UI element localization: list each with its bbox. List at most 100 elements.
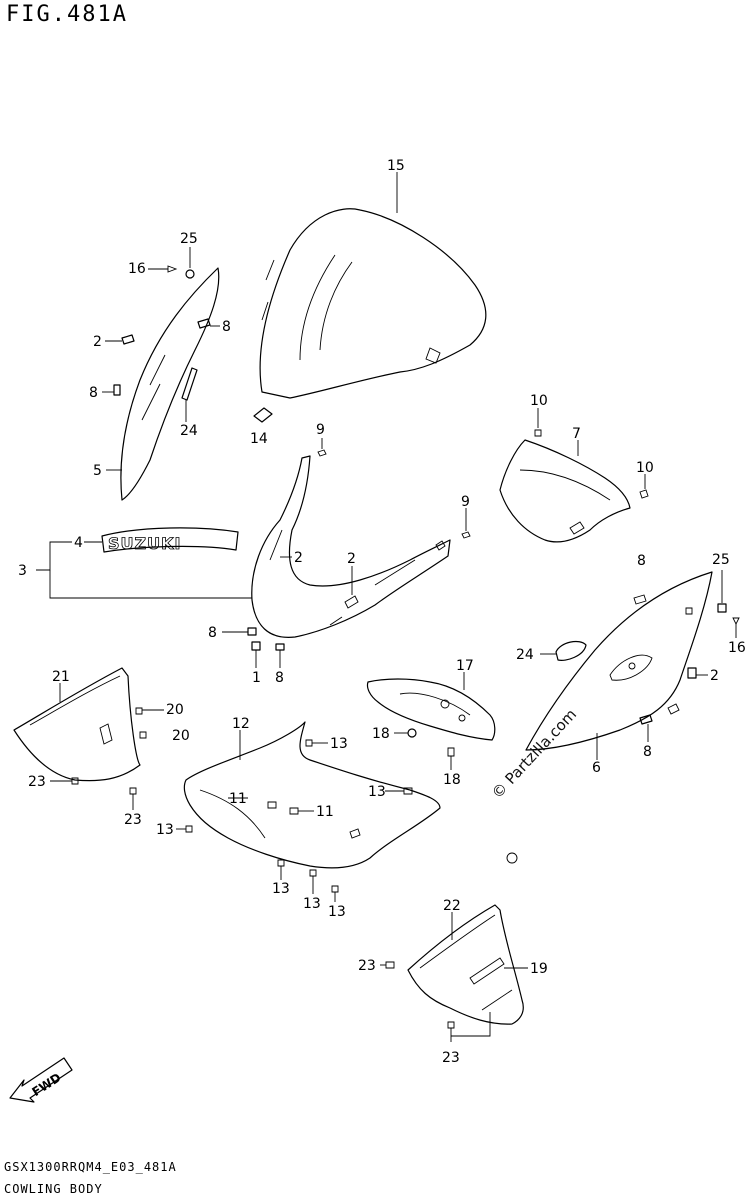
callout-17: 17 [456, 658, 474, 674]
part-11-grommet [289, 807, 299, 815]
callout-8: 8 [89, 385, 98, 401]
callout-24: 24 [180, 423, 198, 439]
part-18-bolt [447, 747, 455, 757]
part-22-lower-panel [407, 904, 524, 1025]
part-13-screw [403, 787, 413, 795]
callout-13: 13 [328, 904, 346, 920]
part-24-seal [181, 367, 198, 401]
part-13-screw [309, 869, 317, 877]
part-25-nut [717, 603, 727, 613]
callout-2: 2 [93, 334, 102, 350]
part-23-screw [447, 1021, 455, 1029]
callout-11: 11 [229, 791, 247, 807]
part-8-clip [247, 627, 257, 636]
callout-23: 23 [28, 774, 46, 790]
callout-13: 13 [303, 896, 321, 912]
figure-title: FIG.481A [6, 2, 128, 27]
callout-13: 13 [272, 881, 290, 897]
part-13-screw [185, 825, 193, 833]
callout-1: 1 [252, 670, 261, 686]
part-17-bracket [366, 678, 496, 741]
part-14-clip [253, 407, 273, 423]
callout-13: 13 [156, 822, 174, 838]
part-1-grommet [251, 641, 261, 651]
footer-code: GSX1300RRQM4_E03_481A [4, 1160, 177, 1174]
part-23-screw [129, 787, 137, 795]
callout-19: 19 [530, 961, 548, 977]
part-8-clip [113, 384, 121, 396]
callout-25: 25 [712, 552, 730, 568]
callout-9: 9 [316, 422, 325, 438]
part-13-screw [331, 885, 339, 893]
callout-4: 4 [74, 535, 83, 551]
callout-10: 10 [636, 460, 654, 476]
callout-8: 8 [275, 670, 284, 686]
callout-8: 8 [208, 625, 217, 641]
part-8-clip [639, 714, 653, 725]
callout-7: 7 [572, 426, 581, 442]
callout-16: 16 [128, 261, 146, 277]
part-16-bolt [732, 617, 740, 626]
fwd-label: FWD [30, 1070, 64, 1099]
callout-18: 18 [372, 726, 390, 742]
callout-16: 16 [728, 640, 746, 656]
part-16-bolt [167, 265, 178, 273]
part-12-under-cover [183, 721, 441, 869]
part-3-upper-cowling [251, 455, 451, 638]
callout-25: 25 [180, 231, 198, 247]
part-7-inner-panel [499, 439, 631, 543]
callout-23: 23 [358, 958, 376, 974]
callout-13: 13 [368, 784, 386, 800]
callout-15: 15 [387, 158, 405, 174]
part-13-screw [305, 739, 313, 747]
callout-24: 24 [516, 647, 534, 663]
part-23-screw [71, 777, 79, 785]
callout-3: 3 [18, 563, 27, 579]
part-9-screw [317, 449, 327, 457]
callout-23: 23 [442, 1050, 460, 1066]
callout-20: 20 [166, 702, 184, 718]
part-20-clip [139, 731, 147, 739]
part-13-screw [277, 859, 285, 867]
part-4-suzuki-emblem: SUZUKI [101, 527, 239, 553]
callout-22: 22 [443, 898, 461, 914]
callout-2: 2 [294, 550, 303, 566]
watermark-dot-icon [506, 852, 518, 864]
callout-2: 2 [710, 668, 719, 684]
part-15-windscreen [259, 208, 487, 399]
suzuki-logo-text: SUZUKI [108, 534, 181, 553]
callout-23: 23 [124, 812, 142, 828]
part-20-clip [135, 707, 143, 715]
part-9-screw [461, 531, 471, 539]
part-8-clip [275, 643, 285, 651]
callout-8: 8 [643, 744, 652, 760]
callout-14: 14 [250, 431, 268, 447]
part-6-side-panel [525, 571, 713, 751]
part-21-lower-panel [13, 667, 141, 782]
callout-12: 12 [232, 716, 250, 732]
part-10-screw [639, 489, 649, 499]
callout-5: 5 [93, 463, 102, 479]
fwd-arrow-icon: FWD [9, 1057, 73, 1103]
callout-8: 8 [222, 319, 231, 335]
callout-6: 6 [592, 760, 601, 776]
callout-10: 10 [530, 393, 548, 409]
footer-name: COWLING BODY [4, 1182, 103, 1196]
callout-9: 9 [461, 494, 470, 510]
callout-20: 20 [172, 728, 190, 744]
part-2-clip [687, 667, 697, 679]
callout-8: 8 [637, 553, 646, 569]
part-2-clip [121, 334, 135, 345]
callout-11: 11 [316, 804, 334, 820]
part-24-seal [555, 640, 587, 661]
part-23-screw [385, 961, 395, 969]
callout-13: 13 [330, 736, 348, 752]
callout-18: 18 [443, 772, 461, 788]
part-5-panel [120, 267, 220, 501]
callout-2: 2 [347, 551, 356, 567]
part-8-clip [197, 318, 211, 329]
callout-21: 21 [52, 669, 70, 685]
part-25-nut [185, 269, 195, 279]
